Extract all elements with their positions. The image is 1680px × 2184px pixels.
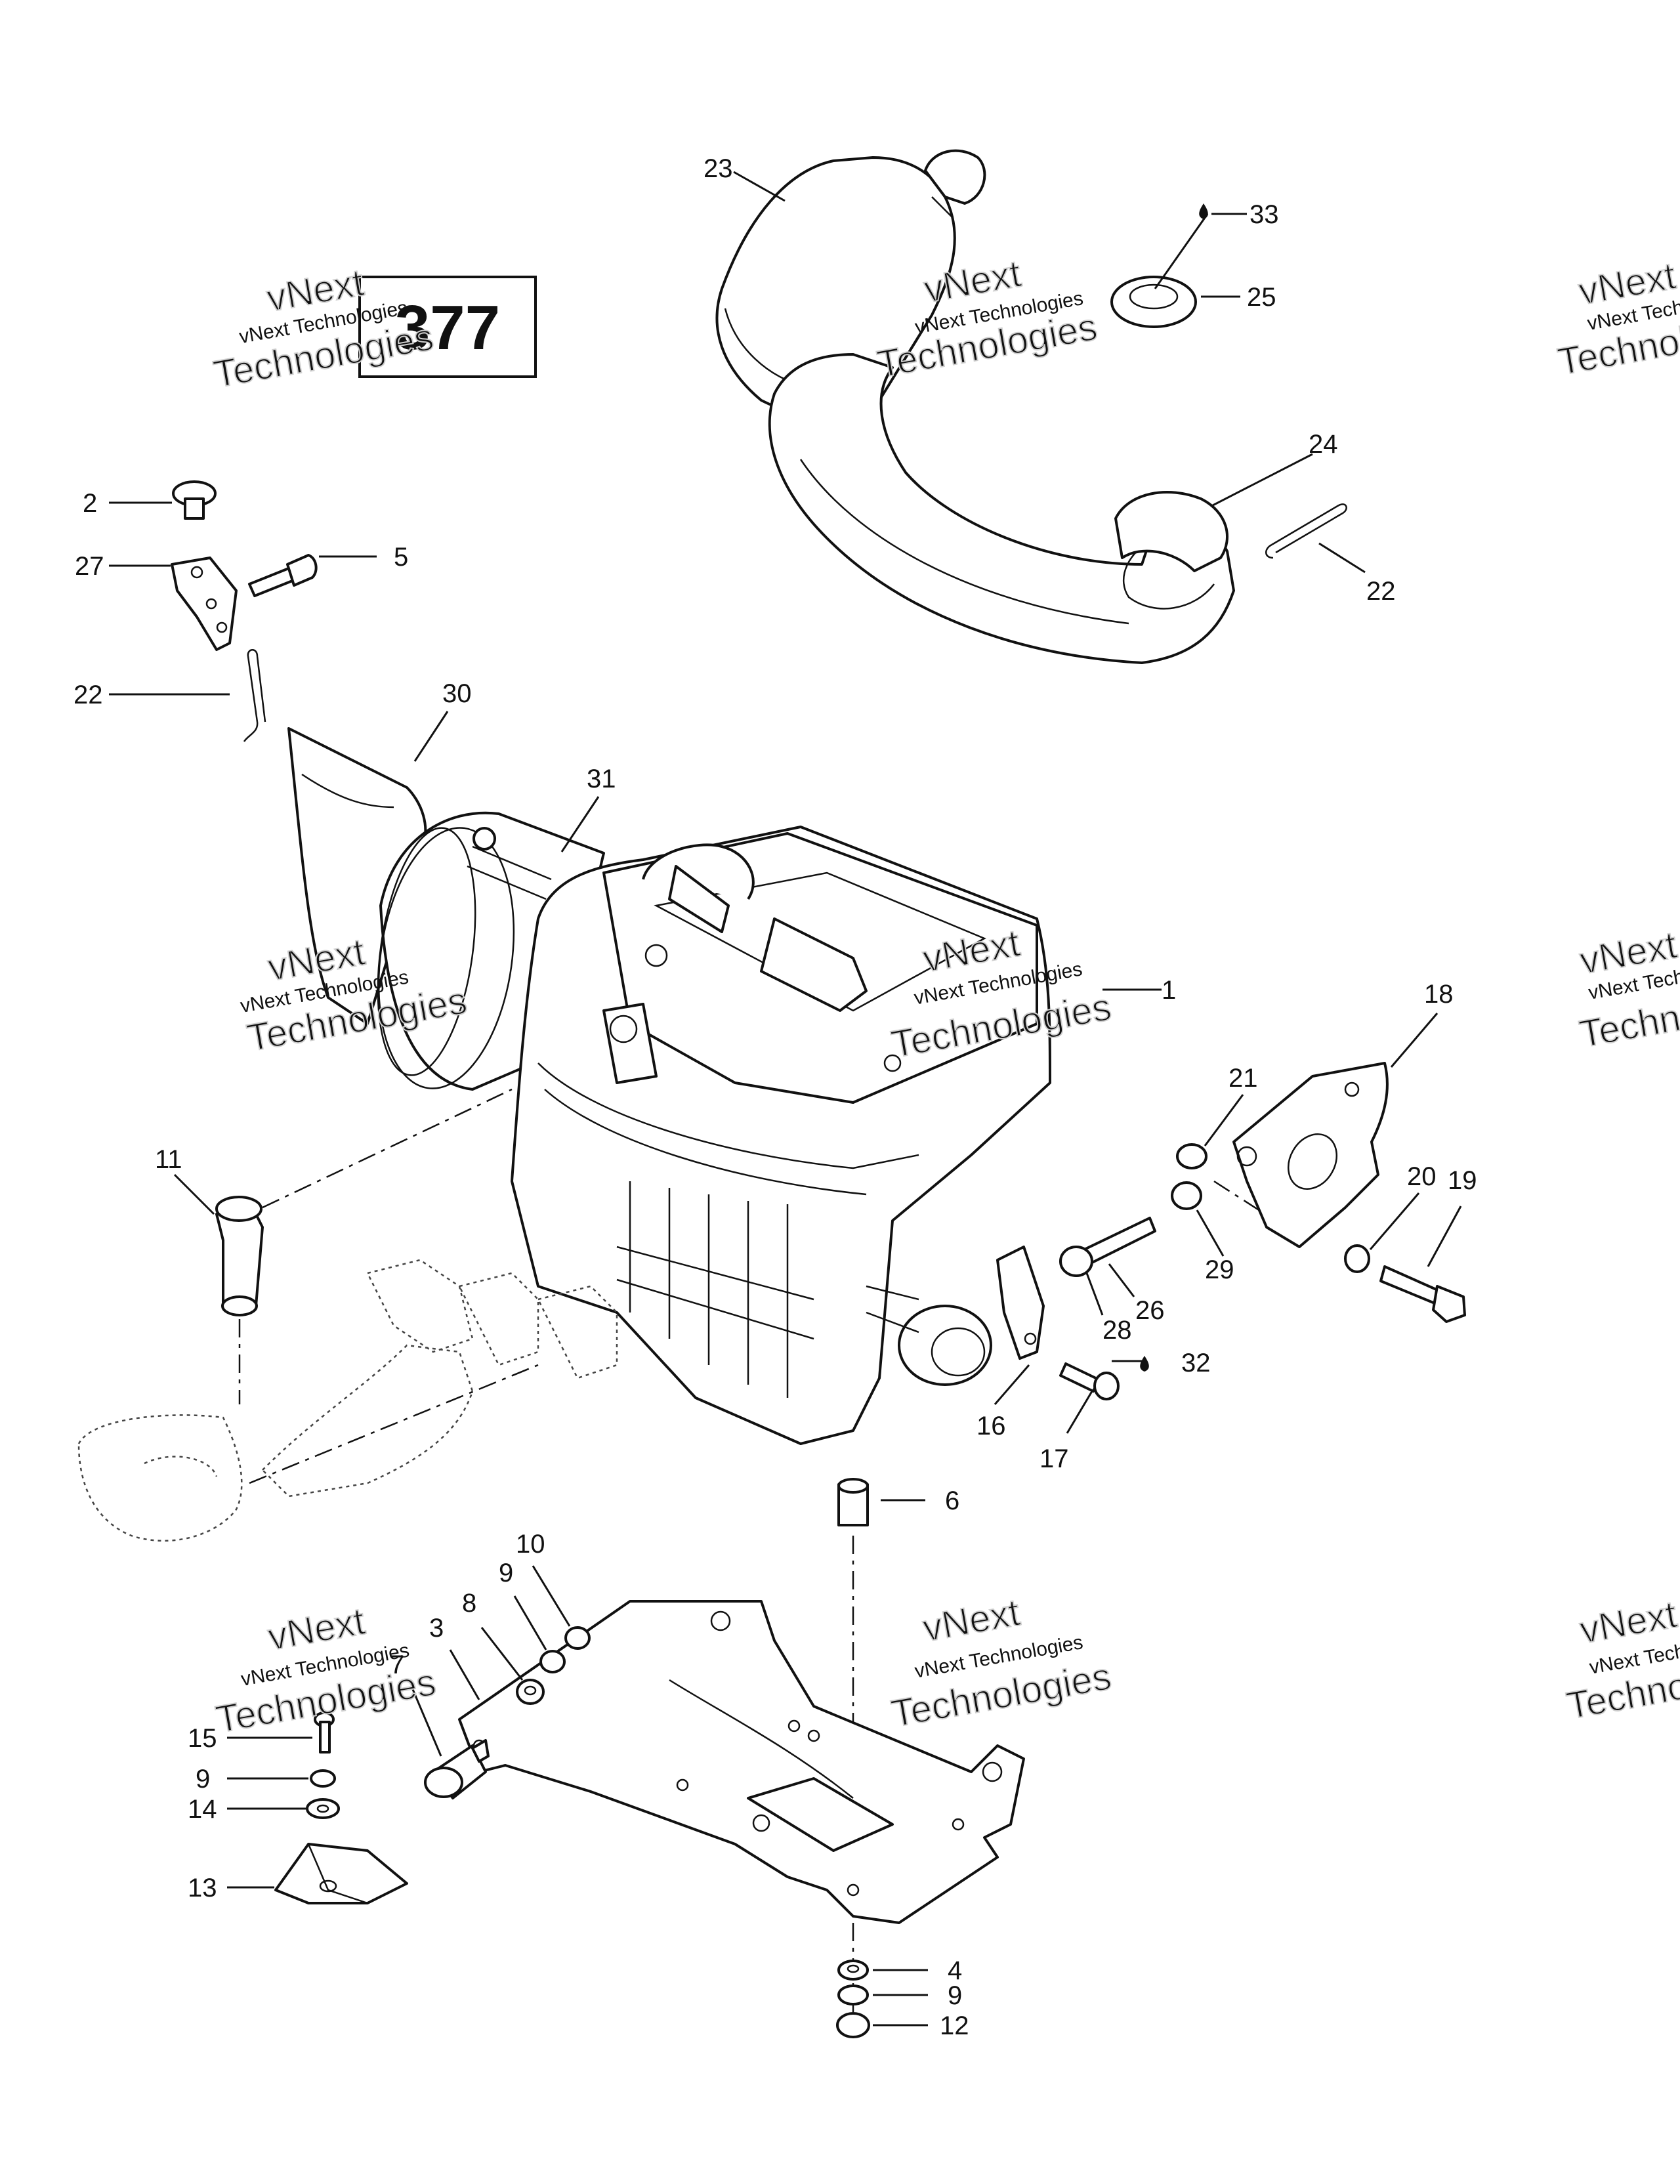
nut-drawing-29: [1171, 1181, 1202, 1210]
elbow-pipe-drawing: [215, 1196, 264, 1316]
washer-drawing-9a: [539, 1650, 566, 1673]
callout-15: 15: [188, 1724, 217, 1753]
oil-drop-icon: [1140, 1356, 1149, 1372]
nut-drawing-12: [836, 2012, 870, 2038]
mounting-plate-drawing: [458, 1600, 1025, 1924]
callout-8: 8: [462, 1589, 476, 1618]
rubber-mount-drawing: [424, 1739, 490, 1799]
svg-text:vNext: vNext: [1577, 1593, 1680, 1652]
callout-9-mid: 9: [196, 1765, 210, 1794]
engine-drawing: [511, 826, 1051, 1445]
bracket-drawing-16: [996, 1246, 1045, 1360]
callout-20: 20: [1407, 1162, 1437, 1191]
callout-27: 27: [75, 552, 104, 581]
nut-drawing-21: [1176, 1143, 1208, 1169]
callout-22-left: 22: [74, 681, 103, 709]
svg-text:vNext: vNext: [919, 1591, 1022, 1650]
callout-33: 33: [1250, 200, 1279, 229]
bolt-drawing-15: [314, 1712, 335, 1754]
callout-2: 2: [83, 489, 97, 518]
callout-labels: 23 33 25 24 22 2 27 5 22 30 31 1 18 21 2…: [74, 154, 1477, 2040]
callout-31: 31: [587, 765, 616, 793]
callout-4: 4: [948, 1956, 962, 1985]
bracket-drawing-27: [171, 556, 238, 651]
callout-22-right: 22: [1366, 577, 1396, 606]
spring-drawing-right: [1265, 503, 1347, 559]
callout-25: 25: [1247, 283, 1276, 312]
callout-30: 30: [442, 679, 472, 708]
intake-grille-drawing: [287, 727, 427, 1025]
spacer-drawing: [837, 1478, 869, 1526]
callout-21: 21: [1228, 1064, 1258, 1093]
stud-drawing: [1059, 1217, 1156, 1277]
ghost-exhaust-manifold: [77, 1259, 618, 1542]
watermark: vNext Technologies vNext Technologies vN…: [210, 251, 1680, 1742]
washer-drawing-8: [516, 1679, 545, 1705]
washer-drawing-14: [306, 1798, 340, 1819]
bolt-drawing-19: [1379, 1265, 1466, 1323]
page-number-box: 377: [358, 276, 537, 378]
callout-13: 13: [188, 1874, 217, 1902]
callout-29: 29: [1205, 1255, 1234, 1284]
callout-9-bottom: 9: [948, 1981, 962, 2010]
grommet-drawing: [1110, 203, 1208, 328]
spring-drawing-left: [243, 649, 266, 742]
callout-18: 18: [1424, 980, 1454, 1009]
callout-3: 3: [429, 1614, 444, 1643]
washer-drawing-9b: [310, 1769, 336, 1788]
callout-28: 28: [1102, 1316, 1132, 1345]
callout-23: 23: [704, 154, 733, 183]
engine-mount-plate-drawing: [1232, 1062, 1389, 1248]
leader-lines: [109, 171, 1462, 2026]
muffler-pipe-drawing: [715, 149, 1235, 664]
knob-drawing: [172, 480, 217, 520]
callout-24: 24: [1309, 430, 1338, 459]
callout-10: 10: [516, 1530, 545, 1559]
callout-1: 1: [1162, 976, 1176, 1005]
callout-6: 6: [945, 1486, 959, 1515]
callout-11: 11: [155, 1145, 182, 1174]
callout-12: 12: [940, 2011, 969, 2040]
callout-5: 5: [394, 543, 408, 572]
bolt-drawing-5: [248, 554, 318, 597]
callout-26: 26: [1135, 1296, 1165, 1325]
callout-9-top: 9: [499, 1559, 513, 1587]
callout-32: 32: [1181, 1349, 1211, 1377]
callout-14: 14: [188, 1795, 217, 1824]
washer-drawing-4: [837, 1960, 869, 1981]
bolt-drawing-17: [1059, 1362, 1120, 1400]
page-number: 377: [395, 293, 500, 363]
washer-drawing-20: [1344, 1244, 1370, 1273]
bracket-drawing-13: [274, 1843, 408, 1904]
callout-17: 17: [1040, 1444, 1069, 1473]
washer-drawing-9c: [837, 1984, 869, 2006]
callout-7: 7: [390, 1650, 404, 1679]
callout-19: 19: [1448, 1166, 1477, 1195]
callout-16: 16: [976, 1412, 1006, 1440]
nut-drawing-10: [564, 1626, 591, 1650]
